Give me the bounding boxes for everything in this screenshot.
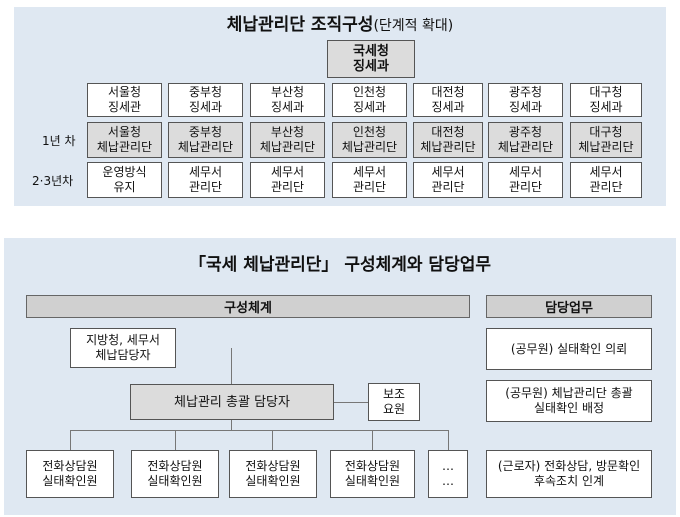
connector-line bbox=[231, 420, 232, 430]
connector-line bbox=[334, 402, 368, 403]
org-title-sub: (단계적 확대) bbox=[373, 18, 454, 34]
regional-office-box: 대구청 징세과 bbox=[570, 83, 642, 117]
year1-unit-box: 중부청 체납관리단 bbox=[168, 122, 243, 158]
year23-unit-box: 세무서 관리단 bbox=[488, 162, 563, 198]
year23-label: 2·3년차 bbox=[32, 174, 74, 188]
connector-line bbox=[70, 430, 71, 450]
connector-line bbox=[175, 430, 176, 450]
year1-unit-box: 대구청 체납관리단 bbox=[570, 122, 642, 158]
duty-box: (근로자) 전화상담, 방문확인 후속조치 인계 bbox=[486, 450, 652, 498]
year1-unit-box: 광주청 체납관리단 bbox=[488, 122, 563, 158]
regional-office-box: 부산청 징세과 bbox=[250, 83, 325, 117]
duty-box: (공무원) 체납관리단 총괄 실태확인 배정 bbox=[486, 380, 652, 422]
org-title-main: 체납관리단 조직구성 bbox=[226, 15, 374, 35]
year23-unit-box: 세무서 관리단 bbox=[570, 162, 642, 198]
year23-unit-box: 세무서 관리단 bbox=[168, 162, 243, 198]
composition-header: 구성체계 bbox=[26, 295, 470, 318]
manager-box: 체납관리 총괄 담당자 bbox=[130, 384, 334, 420]
year23-unit-box: 세무서 관리단 bbox=[332, 162, 407, 198]
year23-unit-box: 운영방식 유지 bbox=[87, 162, 162, 198]
year1-unit-box: 서울청 체납관리단 bbox=[87, 122, 162, 158]
regional-office-box: 대전청 징세과 bbox=[413, 83, 483, 117]
connector-line bbox=[70, 430, 448, 431]
regional-office-box: 중부청 징세과 bbox=[168, 83, 243, 117]
duties-header: 담당업무 bbox=[486, 295, 652, 318]
worker-box: … … bbox=[428, 450, 468, 498]
year1-unit-box: 인천청 체납관리단 bbox=[332, 122, 407, 158]
composition-title: 「국세 체납관리단」 구성체계와 담당업무 bbox=[189, 255, 491, 275]
year23-unit-box: 세무서 관리단 bbox=[250, 162, 325, 198]
connector-line bbox=[272, 430, 273, 450]
regional-office-box: 광주청 징세과 bbox=[488, 83, 563, 117]
regional-office-box: 인천청 징세과 bbox=[332, 83, 407, 117]
regional-office-box: 서울청 징세관 bbox=[87, 83, 162, 117]
year23-unit-box: 세무서 관리단 bbox=[413, 162, 483, 198]
hq-box: 국세청 징세과 bbox=[327, 40, 415, 78]
regional-officer-box: 지방청, 세무서 체납담당자 bbox=[70, 328, 176, 368]
connector-line bbox=[372, 430, 373, 450]
connector-line bbox=[231, 348, 232, 384]
worker-box: 전화상담원 실태확인원 bbox=[229, 450, 317, 498]
assistant-box: 보조 요원 bbox=[368, 383, 420, 421]
org-structure-title: 체납관리단 조직구성(단계적 확대) bbox=[14, 10, 666, 35]
duty-box: (공무원) 실태확인 의뢰 bbox=[486, 328, 652, 370]
year1-label: 1년 차 bbox=[42, 134, 76, 148]
year1-unit-box: 부산청 체납관리단 bbox=[250, 122, 325, 158]
year1-unit-box: 대전청 체납관리단 bbox=[413, 122, 483, 158]
connector-line bbox=[448, 430, 449, 450]
worker-box: 전화상담원 실태확인원 bbox=[26, 450, 114, 498]
worker-box: 전화상담원 실태확인원 bbox=[131, 450, 219, 498]
worker-box: 전화상담원 실태확인원 bbox=[330, 450, 415, 498]
